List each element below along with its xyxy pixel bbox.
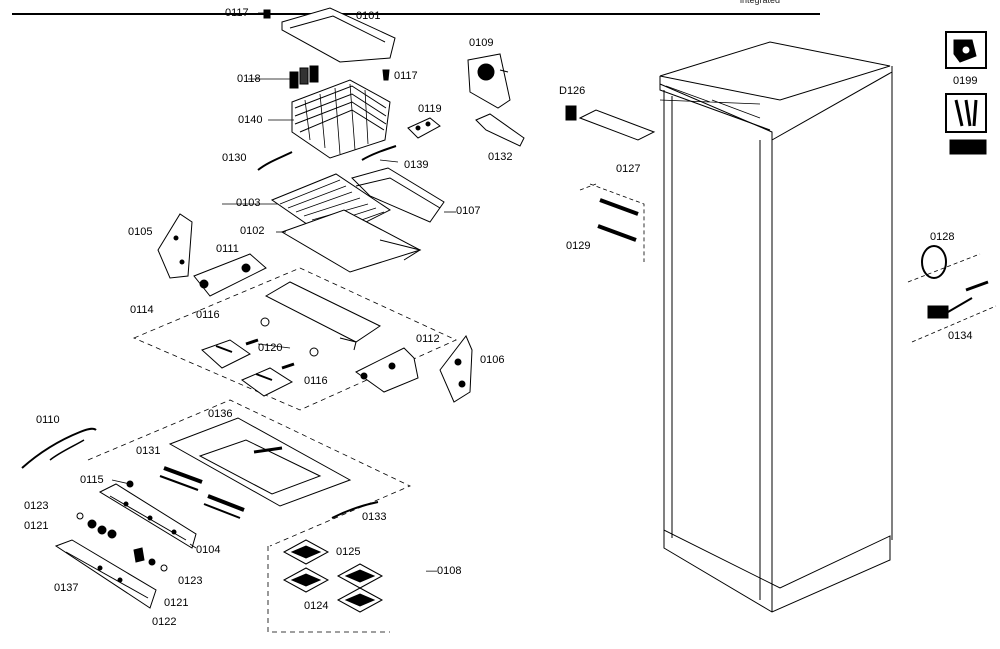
label-0114: 0114 xyxy=(130,304,154,316)
header-text: integrated xyxy=(740,0,781,5)
label-0116-b: 0116 xyxy=(304,375,328,387)
part-0111-housing xyxy=(193,253,267,297)
part-0137-front-panel xyxy=(54,539,157,609)
part-0112-beam xyxy=(264,281,382,351)
part-0128-ring xyxy=(921,245,947,279)
label-0140: 0140 xyxy=(238,114,263,126)
part-0124-pad-b xyxy=(336,587,384,613)
label-0122: 0122 xyxy=(152,616,177,628)
label-0118: 0118 xyxy=(237,73,261,85)
label-0116-a: 0116 xyxy=(196,309,220,321)
label-0106: 0106 xyxy=(480,354,505,366)
label-0108: —0108 xyxy=(426,565,462,577)
label-0199: 0199 xyxy=(953,75,978,87)
part-0127-plate xyxy=(578,109,656,141)
label-0117-b: 0117 xyxy=(394,70,418,82)
part-0108-outline xyxy=(87,399,411,547)
label-0117-a: 0117 xyxy=(225,7,249,19)
label-0132: 0132 xyxy=(488,151,513,163)
part-0104-control-panel xyxy=(98,483,197,549)
part-0118-clips xyxy=(289,65,319,89)
label-0123-b: 0123 xyxy=(178,575,203,587)
part-0102-panel xyxy=(280,209,422,273)
part-0108-bag-outline xyxy=(267,546,390,633)
part-0133-wire xyxy=(331,501,379,519)
part-0119-bracket xyxy=(407,117,441,139)
part-0139-wire xyxy=(361,145,397,161)
part-0199-icon xyxy=(945,31,987,69)
part-0117-screw-a xyxy=(263,9,271,19)
label-0103: 0103 xyxy=(236,197,261,209)
part-0120-bulb-a xyxy=(245,338,259,346)
part-0199-tools-icon xyxy=(945,93,987,155)
label-0101: 0101 xyxy=(356,10,381,22)
label-0105: 0105 xyxy=(128,226,153,238)
label-0136: 0136 xyxy=(208,408,233,420)
refrigerator-cabinet xyxy=(659,41,893,613)
part-0109-fan xyxy=(467,53,511,109)
label-0133: 0133 xyxy=(362,511,387,523)
part-0131-strip xyxy=(159,466,245,519)
label-0137: 0137 xyxy=(54,582,79,594)
part-0105-bracket xyxy=(157,213,193,279)
part-0121-knobs-a xyxy=(87,519,117,539)
part-0126-switch xyxy=(565,105,577,121)
part-0123-knob-b xyxy=(160,564,168,572)
part-0116-housing-a xyxy=(201,339,251,369)
part-0122-part xyxy=(133,547,145,563)
part-0112-bracket xyxy=(355,347,419,393)
label-0125: 0125 xyxy=(336,546,361,558)
part-0114-outline xyxy=(132,267,457,411)
label-0127: 0127 xyxy=(616,163,641,175)
label-0130: 0130 xyxy=(222,152,247,164)
label-0120: 0120 xyxy=(258,342,283,354)
label-0121-b: 0121 xyxy=(164,597,189,609)
label-0121-a: 0121 xyxy=(24,520,49,532)
label-0139: 0139 xyxy=(404,159,429,171)
part-0125-pad-a xyxy=(282,539,330,565)
part-0130-wire xyxy=(257,151,293,171)
label-0115: 0115 xyxy=(80,474,104,486)
part-0132-bracket xyxy=(475,113,525,147)
part-0123-knob-a xyxy=(76,512,84,520)
label-0107: 0107 xyxy=(456,205,481,217)
part-0121-knob-b xyxy=(148,558,156,566)
label-0102: 0102 xyxy=(240,225,265,237)
label-0128: 0128 xyxy=(930,231,955,243)
part-0129-strips xyxy=(579,183,645,262)
part-0125-pad-b xyxy=(336,563,384,589)
part-0106-side-plate xyxy=(439,335,473,403)
part-0134-sensor xyxy=(907,253,997,343)
label-0112: 0112 xyxy=(416,333,440,345)
part-0120-bulb-b xyxy=(281,362,295,370)
label-0124: 0124 xyxy=(304,600,329,612)
label-0104: 0104 xyxy=(196,544,221,556)
part-0107-channel xyxy=(351,167,445,223)
label-0110: 0110 xyxy=(36,414,60,426)
label-0119: 0119 xyxy=(418,103,442,115)
label-0131: 0131 xyxy=(136,445,161,457)
part-0101-cover xyxy=(281,7,396,63)
part-0116-screw-b xyxy=(309,347,319,357)
part-0110-cable xyxy=(21,427,97,469)
label-0109: 0109 xyxy=(469,37,494,49)
part-0116-screw-a xyxy=(260,317,270,327)
label-0111: 0111 xyxy=(216,243,239,255)
label-0129: 0129 xyxy=(566,240,591,252)
part-0116-housing-b xyxy=(240,367,294,397)
part-0117-screw-b xyxy=(382,69,390,81)
label-0126: D126 xyxy=(559,85,586,97)
part-0124-pad-a xyxy=(282,567,330,593)
part-0140-evaporator xyxy=(291,79,391,159)
part-0136-frame xyxy=(168,417,352,507)
label-0123-a: 0123 xyxy=(24,500,49,512)
label-0134: 0134 xyxy=(948,330,973,342)
